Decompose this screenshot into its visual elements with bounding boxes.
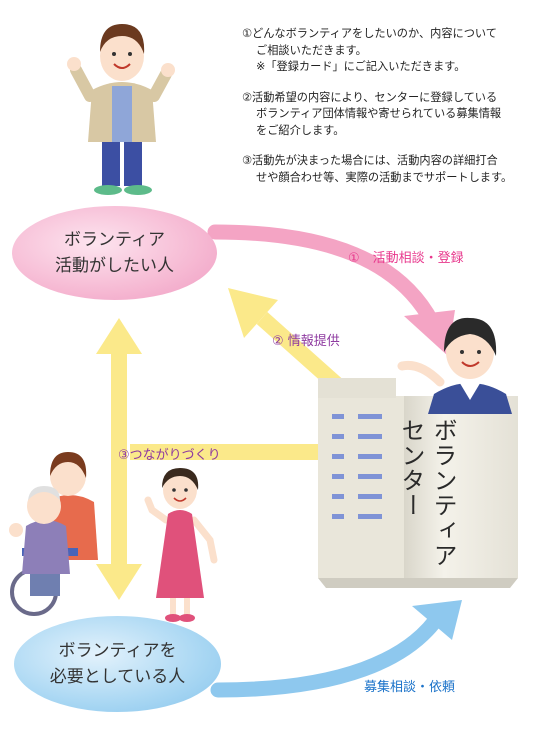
vertical-double-arrow bbox=[96, 318, 142, 600]
connect-label: ③つながりづくり bbox=[118, 448, 221, 463]
wheelchair-group-illustration bbox=[9, 452, 98, 616]
note-1: ①どんなボランティアをしたいのか、内容について ご相談いただきます。 ※「登録カ… bbox=[242, 26, 547, 76]
volunteer-node: ボランティア 活動がしたい人 bbox=[12, 206, 217, 300]
needs-node: ボランティアを 必要としている人 bbox=[14, 616, 221, 712]
connect-line bbox=[130, 444, 330, 460]
needs-node-line-2: 必要としている人 bbox=[49, 667, 186, 687]
center-node-label: ボランティア センター bbox=[392, 418, 462, 568]
info-label: ② 情報提供 bbox=[272, 334, 340, 349]
note-2-line-2: ボランティア団体情報や寄せられている募集情報 bbox=[256, 107, 502, 120]
note-2-line-3: をご紹介します。 bbox=[256, 123, 345, 137]
notes-panel: ①どんなボランティアをしたいのか、内容について ご相談いただきます。 ※「登録カ… bbox=[242, 26, 547, 200]
info-arrow bbox=[228, 288, 342, 390]
consult-label: ① 活動相談・登録 bbox=[348, 251, 464, 266]
note-3-line-1: ③活動先が決まった場合には、活動内容の詳細打合 bbox=[242, 154, 498, 167]
young-man-illustration bbox=[67, 24, 175, 195]
building-windows bbox=[332, 414, 382, 519]
volunteer-node-line-2: 活動がしたい人 bbox=[55, 256, 174, 276]
center-building bbox=[318, 378, 518, 588]
note-2-line-1: ②活動希望の内容により、センターに登録している bbox=[242, 90, 498, 104]
note-3-line-2: せや顔合わせ等、実際の活動までサポートします。 bbox=[256, 170, 513, 184]
girl-illustration bbox=[144, 468, 218, 622]
recruit-arrow bbox=[210, 600, 462, 698]
needs-node-line-1: ボランティアを bbox=[58, 641, 177, 661]
staff-person-illustration bbox=[397, 317, 512, 414]
volunteer-node-line-1: ボランティア bbox=[64, 230, 165, 250]
note-2: ②活動希望の内容により、センターに登録している ボランティア団体情報や寄せられて… bbox=[242, 90, 547, 140]
note-3: ③活動先が決まった場合には、活動内容の詳細打合 せや顔合わせ等、実際の活動までサ… bbox=[242, 153, 547, 186]
center-node-col-1: ボランティア bbox=[429, 418, 457, 568]
consult-arrow bbox=[207, 224, 455, 356]
note-1-line-2: ご相談いただきます。 bbox=[256, 43, 367, 57]
note-1-line-1: ①どんなボランティアをしたいのか、内容について bbox=[242, 27, 497, 40]
note-1-line-3: ※「登録カード」にご記入いただきます。 bbox=[256, 60, 466, 73]
recruit-label: 募集相談・依頼 bbox=[364, 680, 456, 695]
center-node-col-2: センター bbox=[397, 418, 425, 518]
